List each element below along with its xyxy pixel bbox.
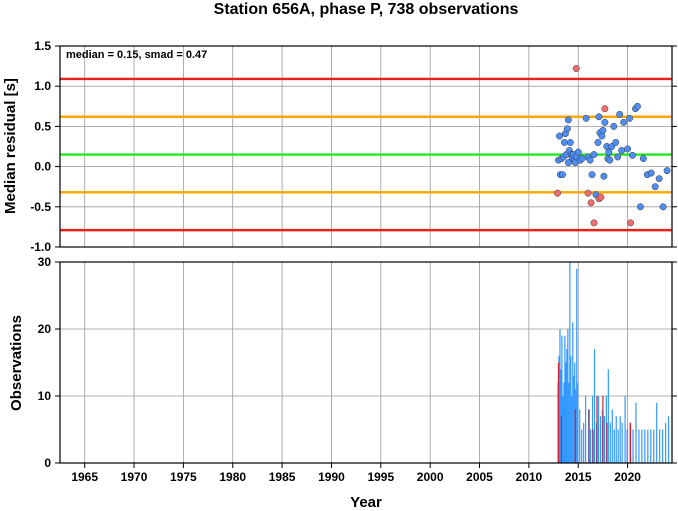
- x-tick-label: 1985: [269, 470, 296, 484]
- data-point: [659, 203, 667, 211]
- data-point: [584, 189, 592, 197]
- data-point: [554, 189, 561, 197]
- x-tick-label: 1995: [367, 470, 394, 484]
- y-tick-label: 0.5: [34, 119, 51, 133]
- data-point: [624, 145, 632, 153]
- x-tick-label: 2015: [565, 470, 592, 484]
- year-x-ticks: 1965 1970 1975 1980 1985 1990 1995 2000 2005 2010…: [71, 463, 641, 484]
- x-tick-label: 2020: [614, 470, 641, 484]
- x-tick-label: 2005: [466, 470, 493, 484]
- y-tick-label: 1.5: [34, 39, 51, 53]
- x-tick-label: 1990: [318, 470, 345, 484]
- data-point: [616, 110, 624, 118]
- y-tick-label: 30: [38, 255, 52, 269]
- x-axis-label: Year: [350, 494, 382, 511]
- y-tick-label: 1.0: [34, 79, 51, 93]
- residual-y-axis-label: Median residual [s]: [2, 78, 19, 214]
- observations-panel: 0 10 20 30 1965 1970 1975 1980 1985 1990 1995 2000…: [8, 255, 677, 511]
- observations-y-axis-label: Observations: [8, 315, 25, 411]
- data-point: [599, 126, 607, 134]
- data-point: [601, 105, 609, 113]
- x-tick-label: 1980: [219, 470, 246, 484]
- reference-lines: [60, 77, 672, 232]
- data-point: [629, 151, 636, 159]
- observation-bars: [557, 262, 670, 463]
- data-point: [614, 153, 622, 161]
- y-tick-label: -0.5: [30, 200, 51, 214]
- data-point: [578, 155, 586, 163]
- data-point: [590, 219, 598, 227]
- chart-title: Station 656A, phase P, 738 observations: [214, 1, 519, 18]
- data-point: [595, 113, 603, 121]
- data-point: [655, 175, 663, 183]
- observations-y-ticks: 0 10 20 30: [38, 255, 677, 470]
- x-tick-label: 2010: [516, 470, 543, 484]
- data-point: [566, 139, 574, 146]
- data-point: [651, 183, 659, 191]
- data-point: [590, 151, 598, 158]
- data-point: [601, 118, 609, 126]
- data-point: [563, 125, 571, 133]
- observations-plot-frame: [59, 261, 673, 464]
- y-tick-label: 20: [38, 322, 52, 336]
- x-tick-label: 1975: [170, 470, 197, 484]
- data-point: [626, 114, 634, 122]
- stats-annotation: median = 0.15, smad = 0.47: [66, 49, 207, 61]
- data-point: [586, 156, 594, 164]
- data-point: [612, 139, 620, 146]
- data-point: [634, 102, 641, 110]
- x-tick-label: 1970: [121, 470, 148, 484]
- data-point: [588, 171, 596, 179]
- data-point: [572, 65, 580, 72]
- y-tick-label: -1.0: [30, 240, 51, 254]
- residual-points: [554, 65, 671, 227]
- data-point: [636, 203, 644, 211]
- data-point: [594, 139, 602, 146]
- data-point: [647, 169, 655, 177]
- data-point: [605, 148, 613, 156]
- data-point: [663, 167, 671, 175]
- x-tick-label: 2000: [417, 470, 444, 484]
- data-point: [610, 122, 618, 130]
- x-tick-label: 1965: [71, 470, 98, 484]
- data-point: [582, 114, 590, 122]
- residual-y-ticks: -1.0 -0.5 0.0 0.5 1.0 1.5: [30, 39, 677, 254]
- y-tick-label: 0: [44, 456, 51, 470]
- residual-plot-frame: [59, 45, 673, 248]
- data-point: [560, 139, 568, 146]
- residual-panel: -1.0 -0.5 0.0 0.5 1.0 1.5 median = 0.15, smad…: [2, 39, 677, 254]
- data-point: [574, 148, 582, 156]
- data-point: [627, 219, 634, 227]
- data-point: [618, 147, 626, 154]
- data-point: [598, 132, 606, 140]
- residual-grid: [60, 45, 672, 248]
- data-point: [639, 155, 647, 163]
- data-point: [606, 156, 614, 164]
- data-point: [600, 172, 608, 180]
- y-tick-label: 10: [38, 389, 52, 403]
- data-point: [620, 118, 628, 126]
- data-point: [587, 199, 595, 207]
- data-point: [597, 193, 605, 201]
- y-tick-label: 0.0: [34, 160, 51, 174]
- data-point: [564, 116, 572, 124]
- data-point: [556, 132, 563, 140]
- data-point: [558, 171, 566, 179]
